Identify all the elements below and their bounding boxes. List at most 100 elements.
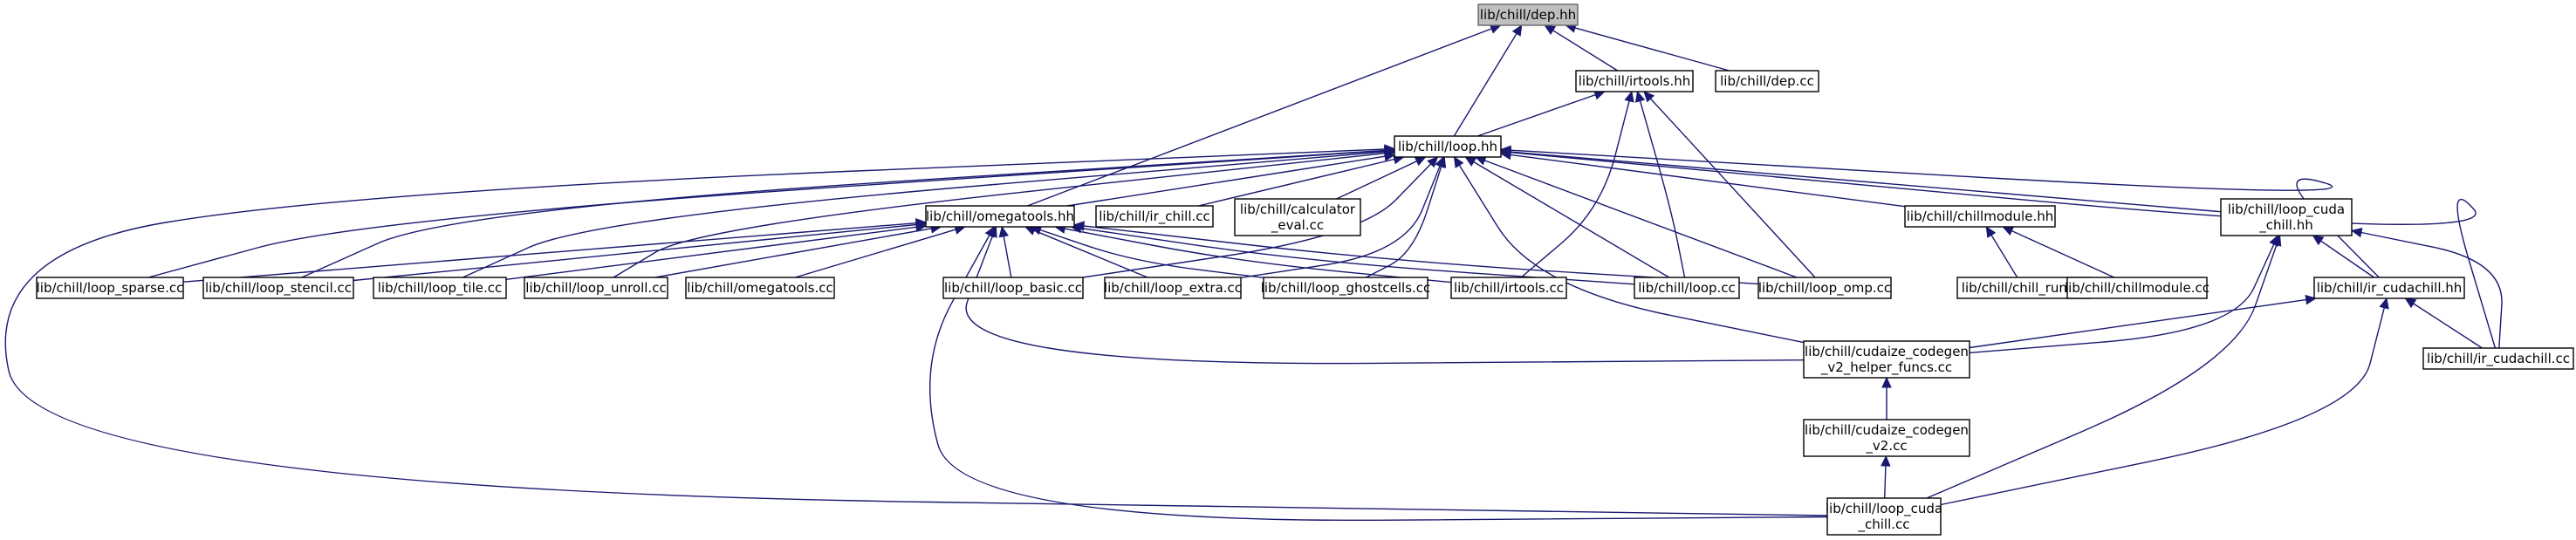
node-loop-cuda-chill-hh[interactable]: lib/chill/loop_cuda_chill.hh <box>2220 198 2353 236</box>
node-box <box>1450 277 1567 299</box>
node-label: _v2_helper_funcs.cc <box>1820 359 1952 376</box>
node-label: lib/chill/loop_stencil.cc <box>205 280 352 297</box>
node-chillmodule-hh[interactable]: lib/chill/chillmodule.hh <box>1904 205 2056 228</box>
node-omegatools-cc[interactable]: lib/chill/omegatools.cc <box>685 277 835 299</box>
node-box <box>1575 70 1694 92</box>
node-box <box>1234 198 1361 236</box>
edge-line <box>1336 161 1417 200</box>
node-loop-stencil-cc[interactable]: lib/chill/loop_stencil.cc <box>202 277 354 299</box>
node-loop-hh[interactable]: lib/chill/loop.hh <box>1394 135 1502 158</box>
node-calculator-eval-cc[interactable]: lib/chill/calculator_eval.cc <box>1234 198 1361 236</box>
edge-line <box>1926 244 2278 499</box>
edge-loop_hh-to-dep_hh <box>1453 24 1523 137</box>
edge-line <box>1510 152 2497 349</box>
edge-arrowhead <box>1464 156 1477 167</box>
edge-line <box>1027 28 1492 207</box>
edge-arrowhead <box>1453 155 1464 168</box>
edge-line <box>1083 225 1759 285</box>
edge-arrowhead <box>2002 226 2015 236</box>
node-box <box>1803 340 1970 379</box>
node-box <box>373 277 507 299</box>
node-ir-cudachill-hh[interactable]: lib/chill/ir_cudachill.hh <box>2313 277 2465 299</box>
edge-line <box>2360 231 2503 349</box>
edge-arrowhead <box>1436 155 1447 168</box>
node-box <box>202 277 354 299</box>
edge-line <box>1940 307 2385 506</box>
node-label: lib/chill/chillmodule.cc <box>2065 280 2209 296</box>
edge-line <box>182 222 917 283</box>
edge-line <box>2320 240 2374 278</box>
node-label: lib/chill/loop_extra.cc <box>1104 280 1242 297</box>
edge-arrowhead <box>1643 91 1655 103</box>
edge-loop_ghostcells_cc-to-loop_hh <box>1366 155 1447 278</box>
edge-loop_basic_cc-to-omegatools_hh <box>998 225 1012 278</box>
edge-arrowhead <box>998 225 1009 238</box>
node-label: lib/chill/loop_ghostcells.cc <box>1261 280 1431 297</box>
node-omegatools-hh[interactable]: lib/chill/omegatools.hh <box>925 205 1075 228</box>
edge-line <box>1003 236 1012 278</box>
edge-line <box>1039 229 1264 278</box>
node-loop-extra-cc[interactable]: lib/chill/loop_extra.cc <box>1104 277 1242 299</box>
node-dep-hh: lib/chill/dep.hh <box>1477 3 1579 26</box>
edge-ir_cudachill_cc-to-ir_cudachill_hh <box>2404 297 2483 349</box>
edge-loop_cc-to-loop_hh <box>1464 156 1670 278</box>
node-box <box>685 277 835 299</box>
edge-line <box>1649 98 1816 278</box>
node-box <box>2220 198 2353 236</box>
edge-arrowhead <box>2350 227 2363 238</box>
node-box <box>1104 277 1242 299</box>
node-ir-cudachill-cc[interactable]: lib/chill/ir_cudachill.cc <box>2422 347 2574 370</box>
edge-line <box>1510 154 1906 208</box>
edge-arrowhead <box>1499 147 1511 158</box>
node-chillmodule-cc[interactable]: lib/chill/chillmodule.cc <box>2065 277 2209 299</box>
edge-arrowhead <box>1881 376 1892 388</box>
node-chill-run-cc[interactable]: lib/chill/chill_run.cc <box>1956 277 2091 299</box>
node-box <box>1904 205 2056 228</box>
node-loop-sparse-cc[interactable]: lib/chill/loop_sparse.cc <box>36 277 184 299</box>
edge-line <box>353 223 917 282</box>
node-loop-cuda-chill-cc[interactable]: lib/chill/loop_cuda_chill.cc <box>1826 497 1942 536</box>
edge-arrowhead <box>984 225 995 238</box>
edge-line <box>2011 229 2114 278</box>
node-label: lib/chill/loop_sparse.cc <box>37 280 184 297</box>
node-irtools-hh[interactable]: lib/chill/irtools.hh <box>1575 70 1694 92</box>
edge-loop_omp_cc-to-omegatools_hh <box>1072 221 1759 285</box>
edge-arrowhead <box>1544 24 1557 36</box>
node-cudaize-codegen-v2-helper-funcs-cc[interactable]: lib/chill/cudaize_codegen_v2_helper_func… <box>1803 340 1970 379</box>
edge-line <box>1990 235 2018 278</box>
edge-line <box>147 150 1386 278</box>
node-loop-cc[interactable]: lib/chill/loop.cc <box>1634 277 1740 299</box>
node-irtools-cc[interactable]: lib/chill/irtools.cc <box>1450 277 1567 299</box>
edge-arrowhead <box>1985 225 1997 238</box>
edge-line <box>301 149 1386 278</box>
graph-nodes: lib/chill/dep.hh lib/chill/irtools.hh lib/… <box>36 3 2574 536</box>
node-loop-tile-cc[interactable]: lib/chill/loop_tile.cc <box>373 277 507 299</box>
node-label: lib/chill/loop_unroll.cc <box>525 280 666 297</box>
node-box <box>1715 70 1819 92</box>
node-label: _eval.cc <box>1271 217 1324 234</box>
node-loop-unroll-cc[interactable]: lib/chill/loop_unroll.cc <box>524 277 668 299</box>
node-loop-omp-cc[interactable]: lib/chill/loop_omp.cc <box>1757 277 1892 299</box>
edge-line <box>654 228 932 278</box>
edge-omegatools_cc-to-omegatools_hh <box>794 224 966 278</box>
node-label: lib/chill/loop_tile.cc <box>378 280 502 297</box>
edge-line <box>505 226 917 280</box>
node-label: lib/chill/ir_chill.cc <box>1099 208 1210 225</box>
edge-arrowhead <box>915 222 928 233</box>
edge-line <box>1969 298 2306 349</box>
node-dep-cc[interactable]: lib/chill/dep.cc <box>1715 70 1819 92</box>
edge-line <box>794 229 956 278</box>
node-box <box>1263 277 1428 299</box>
node-box <box>36 277 184 299</box>
edge-line <box>1080 227 1635 285</box>
node-loop-basic-cc[interactable]: lib/chill/loop_basic.cc <box>942 277 1084 299</box>
node-label: lib/chill/loop.cc <box>1638 280 1736 296</box>
edge-omegatools_hh-to-dep_hh <box>1027 24 1502 207</box>
node-label: _chill.hh <box>2258 217 2313 234</box>
node-box <box>1826 497 1942 536</box>
node-ir-chill-cc[interactable]: lib/chill/ir_chill.cc <box>1095 205 1214 228</box>
node-loop-ghostcells-cc[interactable]: lib/chill/loop_ghostcells.cc <box>1261 277 1431 299</box>
edge-loop_cuda_chill_hh-to-loop_hh <box>1499 147 2222 213</box>
node-cudaize-codegen-v2-cc[interactable]: lib/chill/cudaize_codegen_v2.cc <box>1803 419 1970 457</box>
node-label: lib/chill/dep.cc <box>1720 73 1814 89</box>
